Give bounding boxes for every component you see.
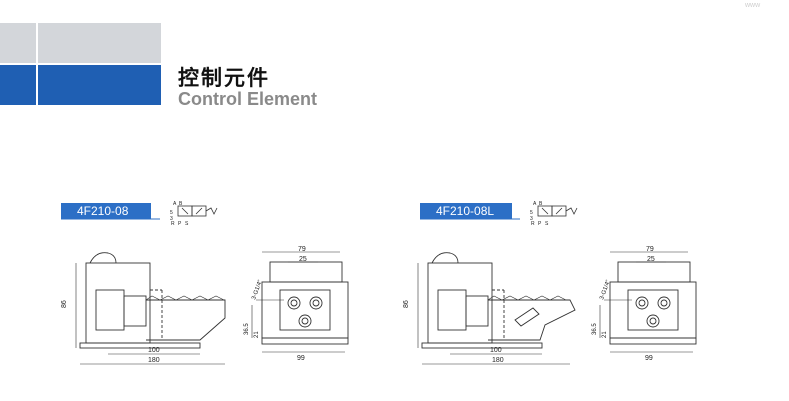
- dim-width-top-2: 79: [646, 246, 654, 253]
- symbol-label-3-2: 3: [530, 216, 533, 222]
- header-deco-block-gray-2: [38, 23, 161, 63]
- dim-height-2: 86: [403, 300, 410, 308]
- valve-symbol-1: [177, 205, 218, 217]
- dim-port-spacing-2: 25: [647, 256, 655, 263]
- dim-total-length-1: 180: [148, 357, 160, 364]
- symbol-label-3: 3: [170, 216, 173, 222]
- symbol-label-p-2: P: [538, 221, 542, 227]
- dim-port-height-2: 36.5: [592, 323, 598, 335]
- page-title-english: Control Element: [178, 89, 318, 109]
- header-deco-block-blue-1: [0, 65, 36, 105]
- symbol-label-r: R: [171, 221, 175, 227]
- dim-base-length-1: 100: [148, 347, 160, 354]
- pedal-front-view-1: [251, 251, 349, 353]
- pedal-side-view-2: [417, 252, 576, 365]
- symbol-label-a-2: A: [533, 201, 537, 207]
- symbol-label-b: B: [179, 201, 183, 207]
- symbol-label-b-2: B: [539, 201, 543, 207]
- symbol-label-p: P: [178, 221, 182, 227]
- symbol-label-s: S: [185, 221, 189, 227]
- pedal-front-view-2: [599, 251, 697, 353]
- dim-port-bottom-2: 21: [602, 331, 608, 338]
- dim-base-length-2: 100: [490, 347, 502, 354]
- dim-port-bottom-1: 21: [254, 331, 260, 338]
- symbol-label-a: A: [173, 201, 177, 207]
- symbol-label-r-2: R: [531, 221, 535, 227]
- dim-width-top-1: 79: [298, 246, 306, 253]
- dim-total-length-2: 180: [492, 357, 504, 364]
- valve-symbol-2: [537, 205, 578, 217]
- corner-watermark: www: [745, 2, 761, 9]
- symbol-label-5: 5: [170, 210, 173, 216]
- header-deco-block-gray-1: [0, 23, 36, 63]
- dim-width-bottom-2: 99: [645, 355, 653, 362]
- dim-height-1: 86: [61, 300, 68, 308]
- dim-port-spacing-1: 25: [299, 256, 307, 263]
- page-title-chinese: 控制元件: [178, 66, 270, 90]
- symbol-label-5-2: 5: [530, 210, 533, 216]
- symbol-label-s-2: S: [545, 221, 549, 227]
- dim-port-height-1: 36.5: [244, 323, 250, 335]
- model-label-4f210-08: 4F210-08: [61, 203, 151, 219]
- model-label-4f210-08l: 4F210-08L: [420, 203, 512, 219]
- dim-width-bottom-1: 99: [297, 355, 305, 362]
- header-deco-block-blue-2: [38, 65, 161, 105]
- pedal-side-view-1: [75, 252, 226, 365]
